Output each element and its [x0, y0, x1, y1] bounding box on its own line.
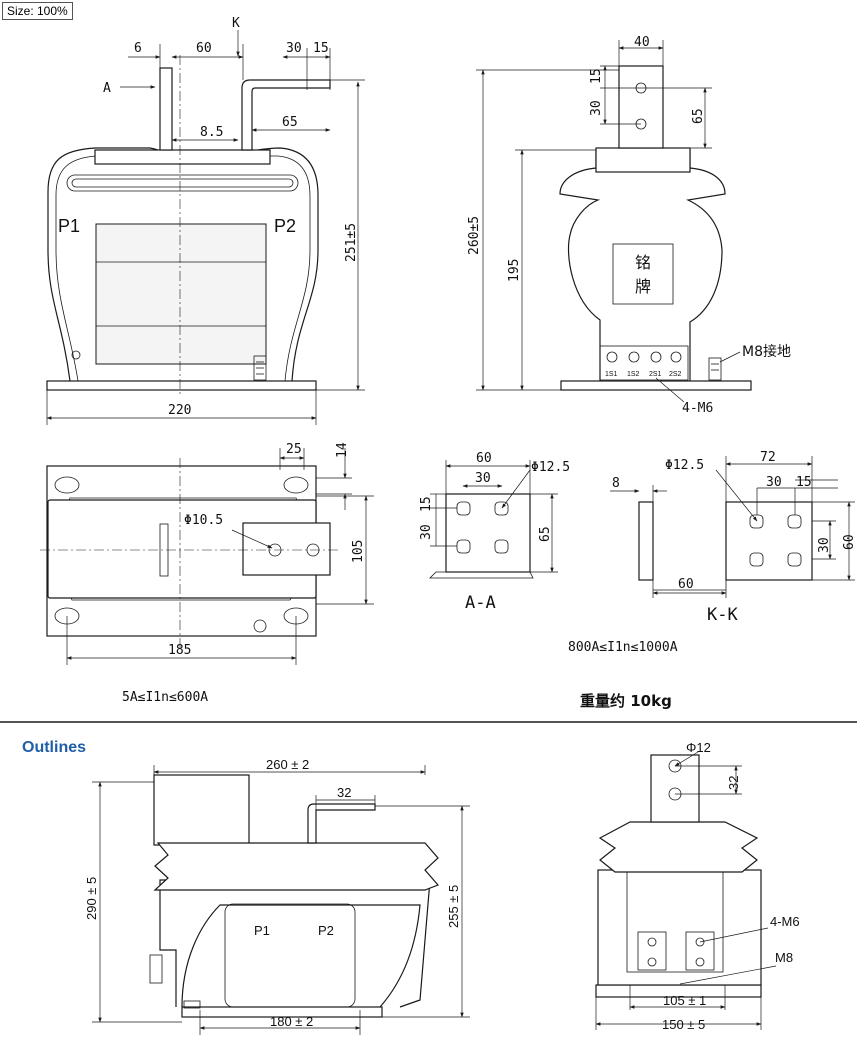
section-kk: Φ12.5 72 8 30 15 30 60 60 K-K 800A≤I1n≤1…	[568, 450, 857, 655]
dim-185: 185	[168, 643, 191, 658]
aa-dim-60: 60	[476, 451, 492, 466]
outline-side-dim-32: 32	[726, 776, 741, 790]
hole-diameter: Φ10.5	[184, 513, 223, 528]
zoom-indicator: Size: 100%	[2, 2, 73, 20]
dim-60: 60	[196, 41, 212, 56]
dim-65: 65	[691, 108, 706, 124]
dim-14: 14	[335, 442, 350, 458]
dim-105: 105	[351, 540, 366, 563]
kk-dim-72: 72	[760, 450, 776, 465]
dim-260: 260±5	[467, 216, 482, 255]
weight-note: 重量约 10kg	[580, 692, 672, 710]
section-mark-a: A	[103, 81, 111, 96]
outline-label-p1: P1	[254, 923, 270, 938]
terminal-label-p1: P1	[58, 216, 80, 236]
outlines-front-view: 260 ± 2 32 290 ± 5 255 ± 5 180 ± 2 P1 P2	[84, 757, 470, 1035]
side-view: 铭 牌 1S1 1S2 2S1 2S2 40 1	[467, 35, 791, 416]
kk-dim-30: 30	[766, 475, 782, 490]
nameplate-char-2: 牌	[635, 277, 651, 296]
outline-m6-callout: 4-M6	[770, 914, 800, 929]
aa-dim-30-vertical: 30	[419, 524, 434, 540]
dim-25: 25	[286, 442, 302, 457]
rating-low: 5A≤I1n≤600A	[122, 690, 208, 705]
section-title-kk: K-K	[707, 605, 738, 625]
nameplate-char-1: 铭	[635, 253, 651, 272]
dim-195: 195	[507, 259, 522, 282]
dim-15: 15	[313, 41, 329, 56]
dim-251: 251±5	[344, 223, 359, 262]
terminal-1s1: 1S1	[605, 371, 618, 378]
m6-callout: 4-M6	[682, 401, 713, 416]
plan-view: 25 14 Φ10.5 105 185 5A≤I1n≤600A	[40, 442, 374, 705]
kk-dim-8: 8	[612, 476, 620, 491]
secondary-terminals: 1S1 1S2 2S1 2S2	[605, 351, 682, 378]
dim-220: 220	[168, 403, 191, 418]
outline-m8-callout: M8	[775, 950, 793, 965]
kk-dim-60-vertical: 60	[842, 534, 857, 550]
ground-callout: M8接地	[742, 343, 791, 360]
outline-dim-290: 290 ± 5	[84, 877, 99, 920]
rating-high: 800A≤I1n≤1000A	[568, 640, 678, 655]
aa-dim-15: 15	[419, 496, 434, 512]
outlines-title: Outlines	[22, 739, 86, 756]
outline-dim-255: 255 ± 5	[446, 885, 461, 928]
front-view: 6 60 K 30 15 A 8.5 65 251±5 220 P1 P2	[46, 16, 365, 425]
outline-dim-32: 32	[337, 785, 351, 800]
outline-dim-105: 105 ± 1	[663, 993, 706, 1008]
terminal-label-p2: P2	[274, 216, 296, 236]
terminal-2s1: 2S1	[649, 371, 662, 378]
dim-6: 6	[134, 41, 142, 56]
dim-40: 40	[634, 35, 650, 50]
dim-65: 65	[282, 115, 298, 130]
outline-dim-150: 150 ± 5	[662, 1017, 705, 1032]
aa-dim-30: 30	[475, 471, 491, 486]
dim-15: 15	[589, 68, 604, 84]
outlines-side-view: Φ12 32 105 ± 1 150 ± 5 4-M6 M8	[595, 740, 800, 1032]
aa-hole: Φ12.5	[531, 460, 570, 475]
aa-dim-65: 65	[538, 526, 553, 542]
dim-8-5: 8.5	[200, 125, 223, 140]
kk-hole: Φ12.5	[665, 458, 704, 473]
dim-30: 30	[589, 100, 604, 116]
outline-dim-260: 260 ± 2	[266, 757, 309, 772]
section-mark-k: K	[232, 16, 240, 31]
terminal-1s2: 1S2	[627, 371, 640, 378]
outline-dim-180: 180 ± 2	[270, 1014, 313, 1029]
terminal-2s2: 2S2	[669, 371, 682, 378]
section-title-aa: A-A	[465, 593, 496, 613]
outline-hole: Φ12	[686, 740, 711, 755]
section-aa: 60 30 Φ12.5 15 30 65 A-A	[419, 451, 570, 613]
kk-dim-30-vertical: 30	[817, 537, 832, 553]
kk-dim-60: 60	[678, 577, 694, 592]
dim-30: 30	[286, 41, 302, 56]
outline-label-p2: P2	[318, 923, 334, 938]
kk-dim-15: 15	[796, 475, 812, 490]
